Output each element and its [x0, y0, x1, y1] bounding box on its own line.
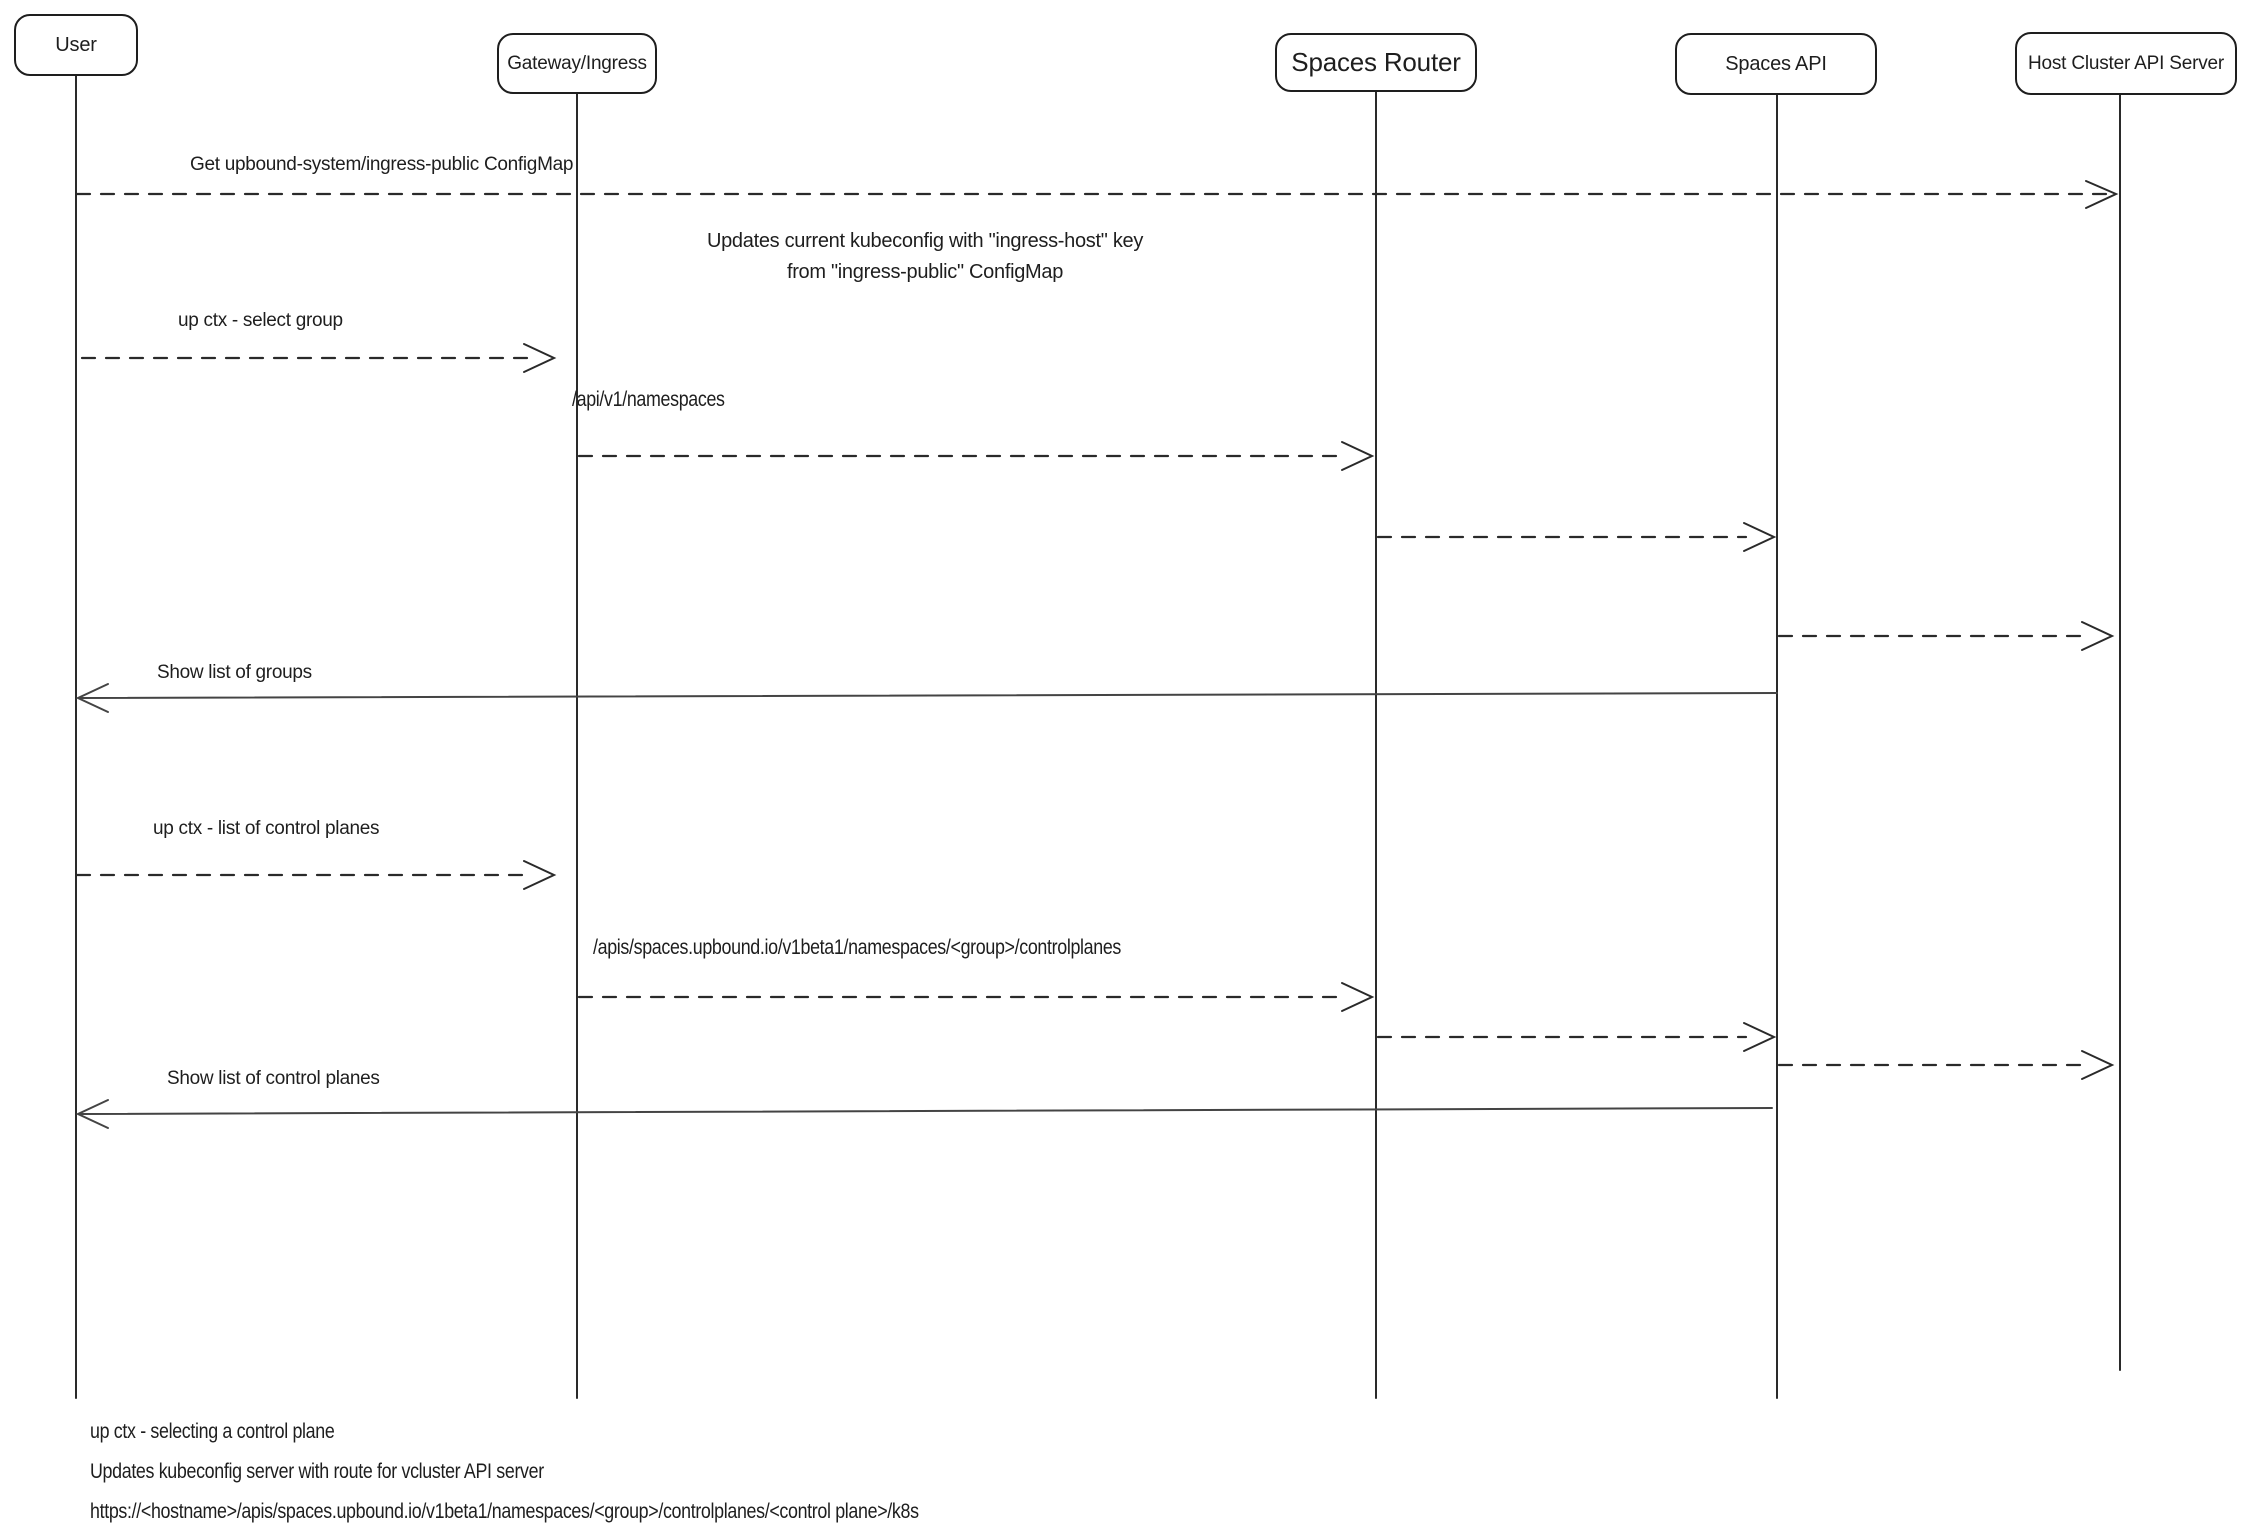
actor-label-user: User [55, 33, 97, 56]
arrow-controlplanes-api [577, 982, 1375, 1012]
arrow-show-groups [75, 683, 1778, 713]
actor-box-spaces-router: Spaces Router [1275, 33, 1477, 92]
actor-box-host-cluster: Host Cluster API Server [2015, 32, 2237, 95]
arrow-list-control-planes [75, 860, 557, 890]
footnote-vcluster-url: https://<hostname>/apis/spaces.upbound.i… [90, 1500, 919, 1523]
actor-box-user: User [14, 14, 138, 76]
message-select-group: up ctx - select group [178, 310, 343, 331]
message-list-control-planes: up ctx - list of control planes [153, 818, 380, 839]
arrow-api-to-host-1 [1777, 621, 2115, 651]
arrow-select-group [80, 343, 557, 373]
arrow-api-to-host-2 [1777, 1050, 2115, 1080]
arrow-get-configmap [75, 180, 2119, 209]
actor-box-gateway: Gateway/Ingress [497, 33, 657, 94]
actor-label-gateway: Gateway/Ingress [507, 52, 647, 74]
arrow-show-control-planes [75, 1099, 1773, 1129]
actor-box-spaces-api: Spaces API [1675, 33, 1877, 95]
note-kubeconfig-update: Updates current kubeconfig with "ingress… [690, 226, 1160, 288]
actor-label-spaces-router: Spaces Router [1291, 47, 1461, 77]
footnote-kubeconfig-route: Updates kubeconfig server with route for… [90, 1460, 544, 1483]
message-controlplanes-api: /apis/spaces.upbound.io/v1beta1/namespac… [593, 936, 1122, 959]
actor-label-host-cluster: Host Cluster API Server [2027, 52, 2225, 74]
footnote-selecting-control-plane: up ctx - selecting a control plane [90, 1420, 335, 1443]
arrow-router-to-api-1 [1376, 522, 1777, 552]
note-kubeconfig-update-line1: Updates current kubeconfig with "ingress… [706, 230, 1144, 252]
message-show-groups: Show list of groups [157, 662, 312, 683]
message-show-control-planes: Show list of control planes [167, 1068, 380, 1089]
actor-label-spaces-api: Spaces API [1725, 52, 1827, 75]
message-list-namespaces: /api/v1/namespaces [572, 388, 725, 411]
note-kubeconfig-update-line2: from "ingress-public" ConfigMap [786, 261, 1064, 283]
message-get-configmap: Get upbound-system/ingress-public Config… [190, 154, 574, 175]
arrow-router-to-api-2 [1376, 1022, 1777, 1052]
arrow-list-namespaces [577, 441, 1375, 471]
